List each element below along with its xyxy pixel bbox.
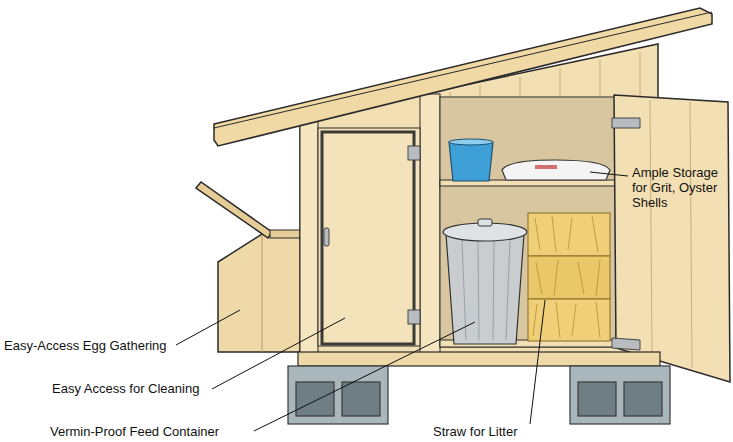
feed-can [446,234,524,344]
straw-bales [528,213,610,341]
hinge [408,310,420,324]
callout-label: Ample Storage for Grit, Oyster Shells [632,165,724,210]
leader-lines [176,172,628,431]
cleaning-door [322,132,414,344]
bucket [449,142,493,181]
middle-post [420,94,440,356]
bucket-rim [449,139,493,145]
hinge [408,146,420,160]
lid-handle [478,219,492,226]
corner-post [300,118,318,356]
lid-rail [270,230,302,238]
wood-grain [262,234,263,352]
cinder-blocks [288,366,670,424]
tray-label [535,165,557,169]
hinge [612,338,640,350]
roof [214,8,712,146]
nest-box [218,234,302,352]
hinge [612,118,640,128]
roof-edge [214,12,712,128]
callout-label: Straw for Litter [433,424,518,439]
grit-tray [502,160,610,180]
callout-label: Easy Access for Cleaning [52,381,199,396]
storage-interior [440,97,616,347]
wood-grain [650,100,692,368]
front-panel [318,128,420,346]
door-handle [324,228,329,246]
callout-label: Vermin-Proof Feed Container [50,424,219,439]
callout-label: Easy-Access Egg Gathering [4,338,167,353]
nest-lid [196,182,272,238]
base-board [298,352,660,366]
